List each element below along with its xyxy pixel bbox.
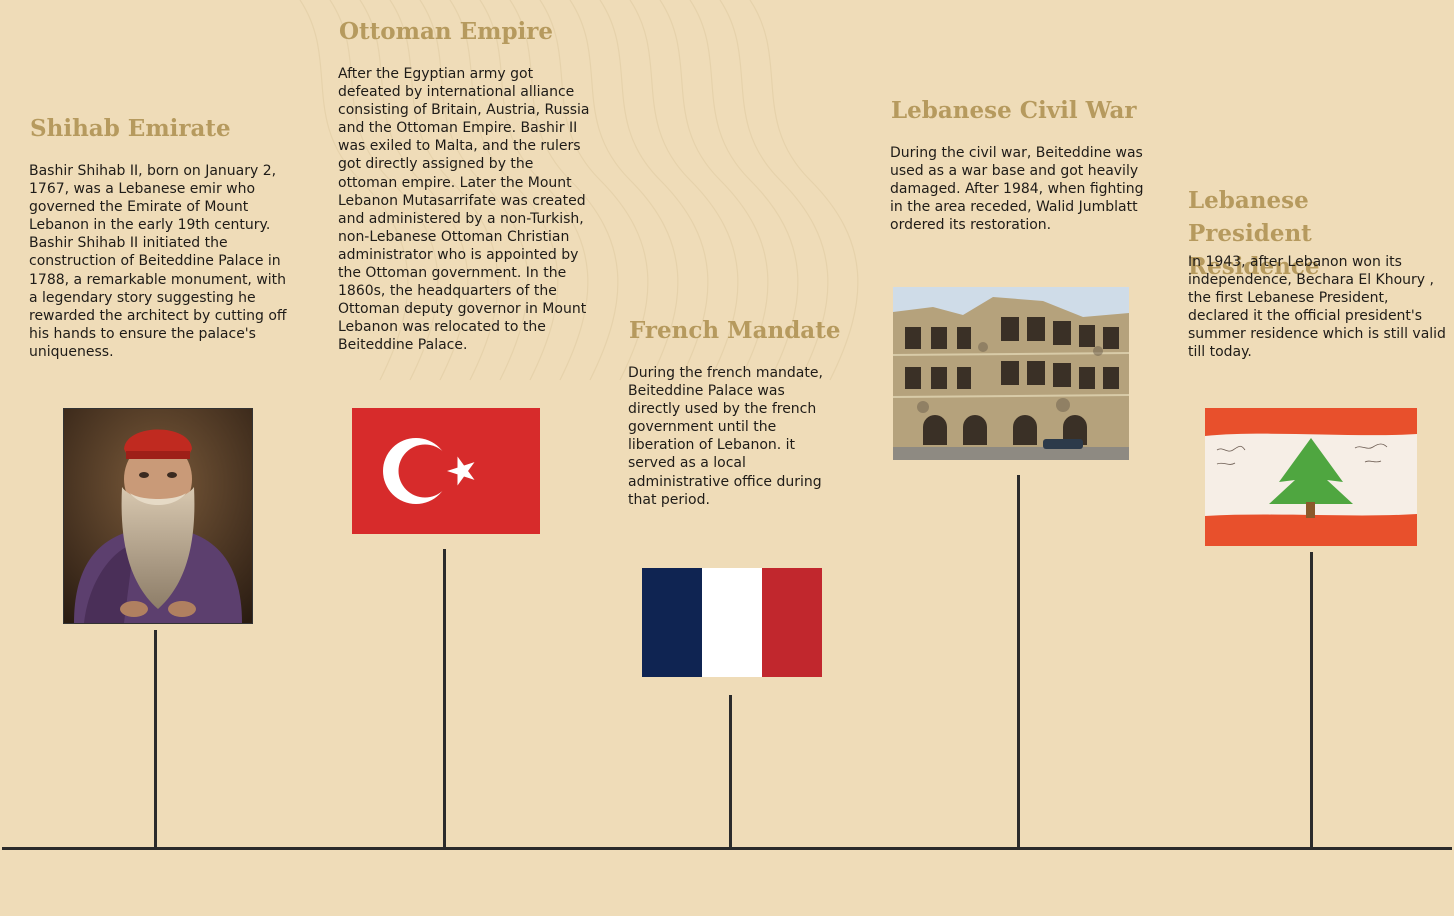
portrait-painting-image <box>63 408 253 624</box>
event-text-lebanese-civil-war: During the civil war, Beiteddine was use… <box>890 145 1144 234</box>
event-text-shihab-emirate: Bashir Shihab II, born on January 2, 176… <box>29 163 287 360</box>
timeline-stem-french-mandate <box>729 695 732 848</box>
event-title-shihab-emirate: Shihab Emirate <box>30 115 231 142</box>
timeline-stem-ottoman-empire <box>443 549 446 848</box>
damaged-building-photo-image <box>893 287 1129 460</box>
event-title-lebanese-president-residence: Lebanese President Residence <box>1188 187 1320 280</box>
event-text-french-mandate: During the french mandate, Beiteddine Pa… <box>628 365 823 508</box>
timeline-stem-lebanese-president-residence <box>1310 552 1313 848</box>
event-text-ottoman-empire: After the Egyptian army got defeated by … <box>338 66 590 354</box>
event-title-french-mandate: French Mandate <box>629 317 841 344</box>
hand-drawn-lebanese-flag-image <box>1205 408 1417 546</box>
event-title-lebanese-civil-war: Lebanese Civil War <box>891 97 1137 124</box>
event-text-lebanese-president-residence: In 1943, after Lebanon won its independe… <box>1188 254 1446 361</box>
timeline-stem-shihab-emirate <box>154 630 157 848</box>
turkish-flag-image <box>352 408 540 534</box>
event-title-ottoman-empire: Ottoman Empire <box>339 18 554 45</box>
timeline-stem-lebanese-civil-war <box>1017 475 1020 848</box>
timeline-axis <box>2 847 1452 850</box>
french-flag-image <box>642 568 822 677</box>
